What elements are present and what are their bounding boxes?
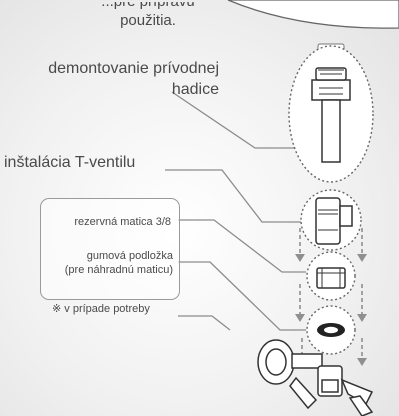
- angle-valve-icon: [257, 339, 374, 416]
- hose-label-line1: demontovanie prívodnej: [48, 60, 219, 77]
- gasket-label-line1: gumová podložka: [86, 250, 173, 262]
- assembly-arrows: [299, 228, 363, 360]
- tvalve-install-label: inštalácia T-ventilu: [4, 154, 136, 171]
- hose-icon: [311, 67, 351, 163]
- spare-parts-box: rezervná matica 3/8 gumová podložka (pre…: [40, 198, 180, 300]
- top-caption-line1: ...pre prípravu: [101, 0, 195, 10]
- hose-label-line2: hadice: [171, 81, 219, 98]
- leader-tvalve: [165, 169, 306, 223]
- top-caption: ...pre prípravu použitia.: [88, 0, 208, 36]
- hose-removal-label: demontovanie prívodnej hadice: [48, 58, 219, 100]
- tvalve-icon: [315, 197, 353, 245]
- top-caption-line2: použitia.: [120, 12, 176, 29]
- if-needed-note: ※ v prípade potreby: [52, 303, 150, 315]
- spare-nut-label: rezervná matica 3/8: [74, 216, 171, 228]
- fixture-outline: [227, 0, 399, 29]
- gasket-label-line2: (pre náhradnú maticu): [64, 264, 173, 276]
- gasket-label: gumová podložka (pre náhradnú maticu): [65, 249, 173, 277]
- leader-nut: [178, 219, 306, 273]
- leader-hose: [171, 91, 300, 149]
- leader-gasket: [178, 261, 306, 331]
- nut-icon: [316, 267, 346, 289]
- leader-note: [178, 315, 231, 331]
